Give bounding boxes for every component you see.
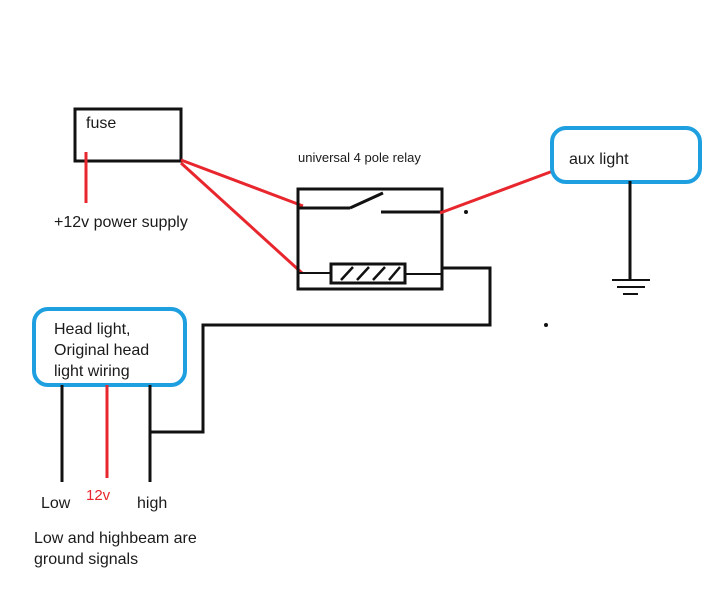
coil-to-highbeam-wire [151, 266, 492, 434]
headlight-label-line-1: Head light, [54, 321, 131, 338]
stray-dot [544, 323, 548, 327]
relay-coil-hatch-1 [340, 266, 354, 281]
ground-signal-note: Low and highbeam are ground signals [34, 528, 197, 570]
aux-light-box [550, 126, 702, 184]
fuse-to-switch-wire [180, 158, 304, 208]
power-supply-label: +12v power supply [54, 214, 188, 231]
relay-box [296, 187, 444, 291]
fuse-to-coil-wire [179, 161, 304, 275]
aux-light-label: aux light [569, 151, 629, 168]
low-label: Low [41, 495, 71, 512]
headlight-label-line-3: light wiring [54, 363, 130, 380]
ground-signal-note-line-1: Low and highbeam are [34, 530, 197, 547]
ground-icon [612, 279, 650, 295]
relay-label: universal 4 pole relay [298, 150, 421, 165]
relay-to-aux-wire [439, 169, 554, 215]
headlight-label-line-2: Original head [54, 342, 150, 359]
relay-coil-hatch-4 [388, 266, 401, 281]
12v-label: 12v [86, 487, 111, 504]
relay-coil-hatch-2 [356, 266, 370, 281]
high-label: high [137, 495, 168, 512]
stray-dot [464, 210, 468, 214]
fuse-box [73, 107, 183, 163]
relay-switch-arm [349, 191, 384, 210]
ground-signal-note-line-2: ground signals [34, 551, 139, 568]
headlight-box [32, 307, 187, 387]
fuse-label: fuse [86, 115, 117, 132]
relay-coil-hatch-3 [372, 266, 386, 281]
headlight-label: Head light, Original head light wiring [54, 319, 149, 382]
